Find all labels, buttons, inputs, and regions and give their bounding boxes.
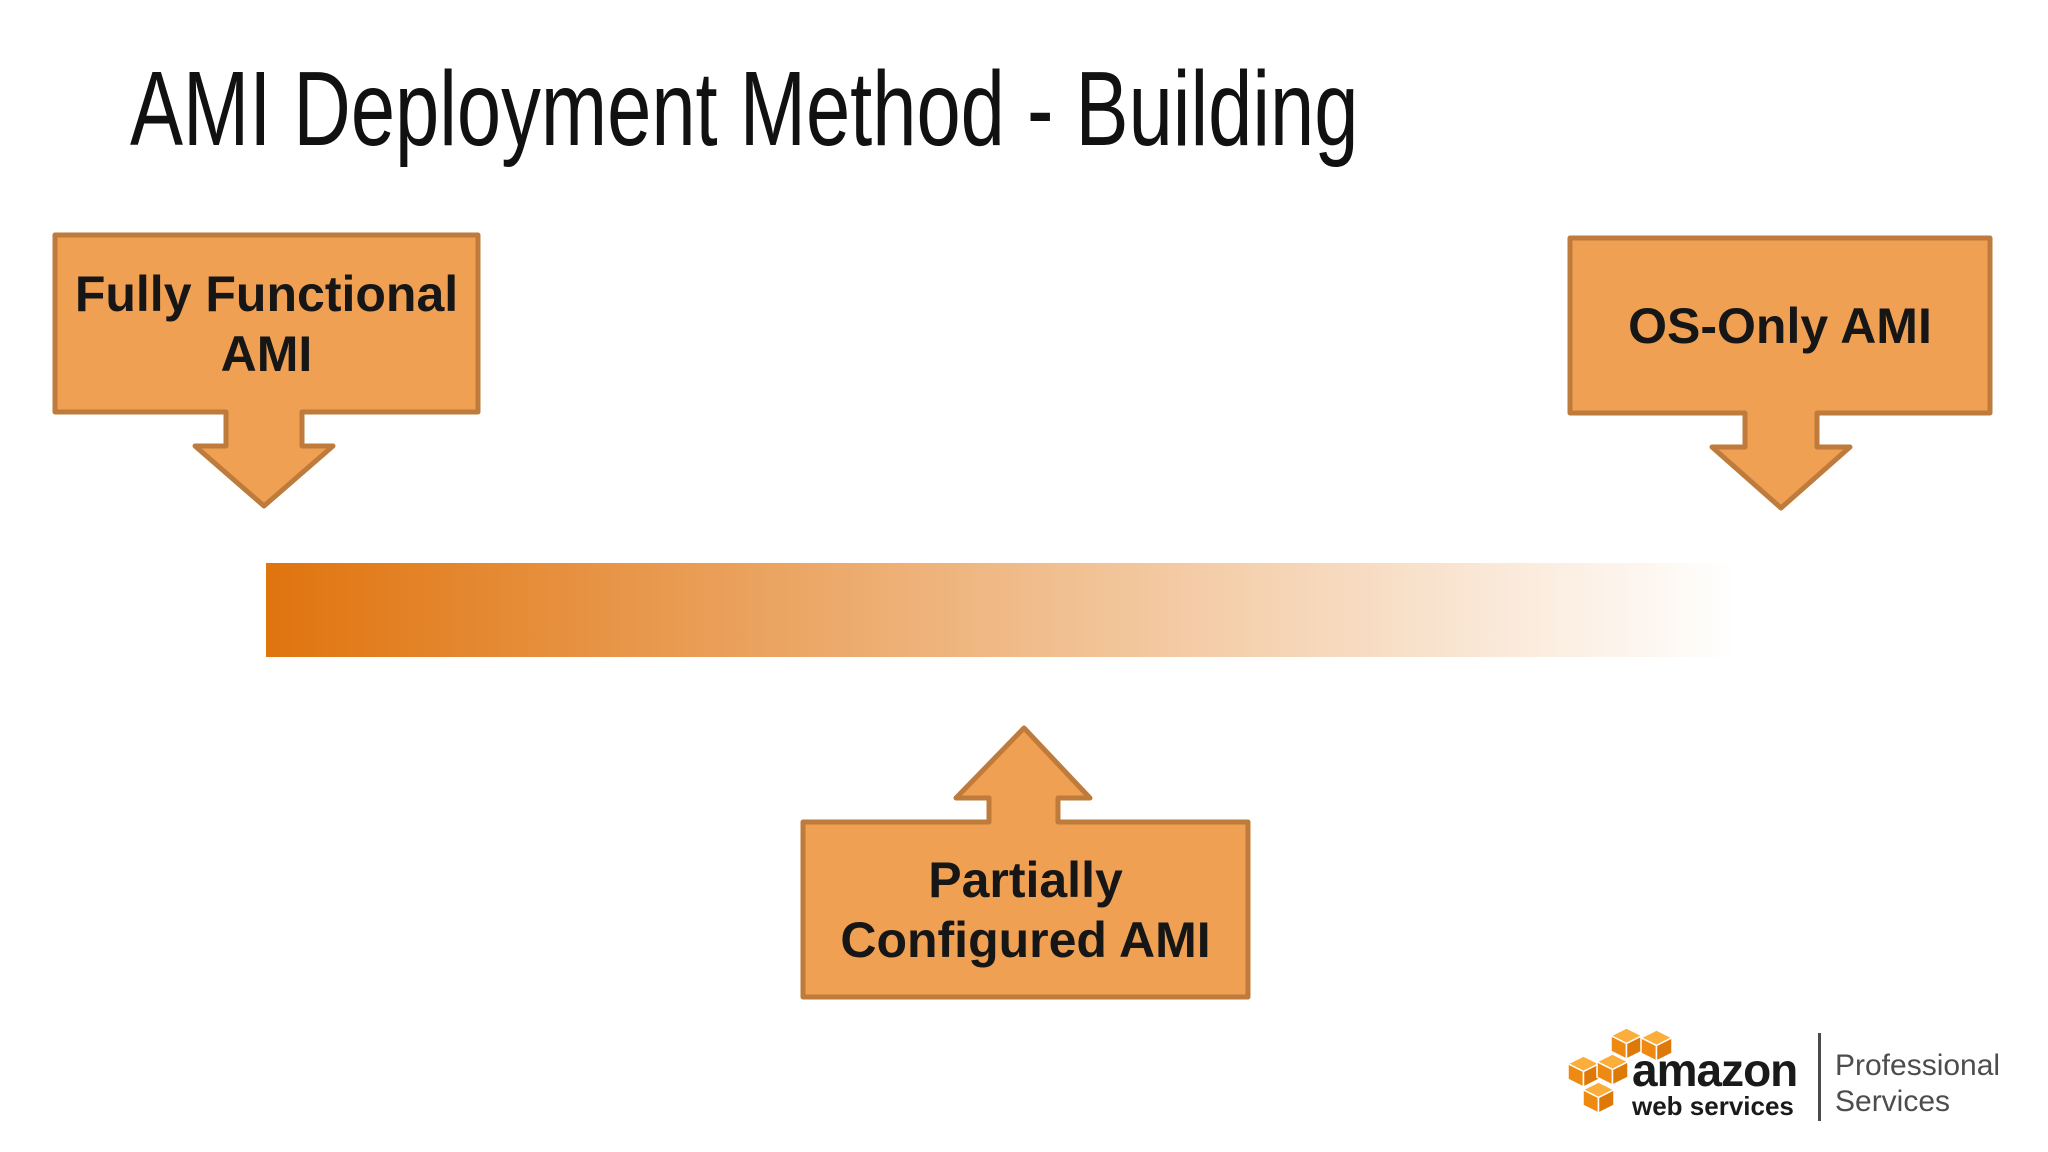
amazon-wordmark: amazon: [1632, 1044, 1798, 1096]
callout-os-only-shape: [1567, 235, 1993, 511]
web-services-wordmark: web services: [1632, 1091, 1794, 1121]
aws-logo: amazon web services Professional Service…: [1563, 1026, 2023, 1126]
callout-fully-functional-shape: [52, 232, 481, 509]
spectrum-bar: [266, 563, 1736, 657]
callout-partially-configured-shape: [800, 725, 1251, 1000]
callout-fully-functional-label: Fully Functional AMI: [74, 265, 459, 382]
callout-partially-configured-label: Partially Configured AMI: [840, 851, 1211, 968]
logo-divider: [1818, 1033, 1821, 1121]
slide-title: AMI Deployment Method - Building: [130, 50, 1359, 168]
callout-os-only-label: OS-Only AMI: [1628, 297, 1932, 354]
professional-services-label: Professional Services: [1835, 1049, 2001, 1118]
